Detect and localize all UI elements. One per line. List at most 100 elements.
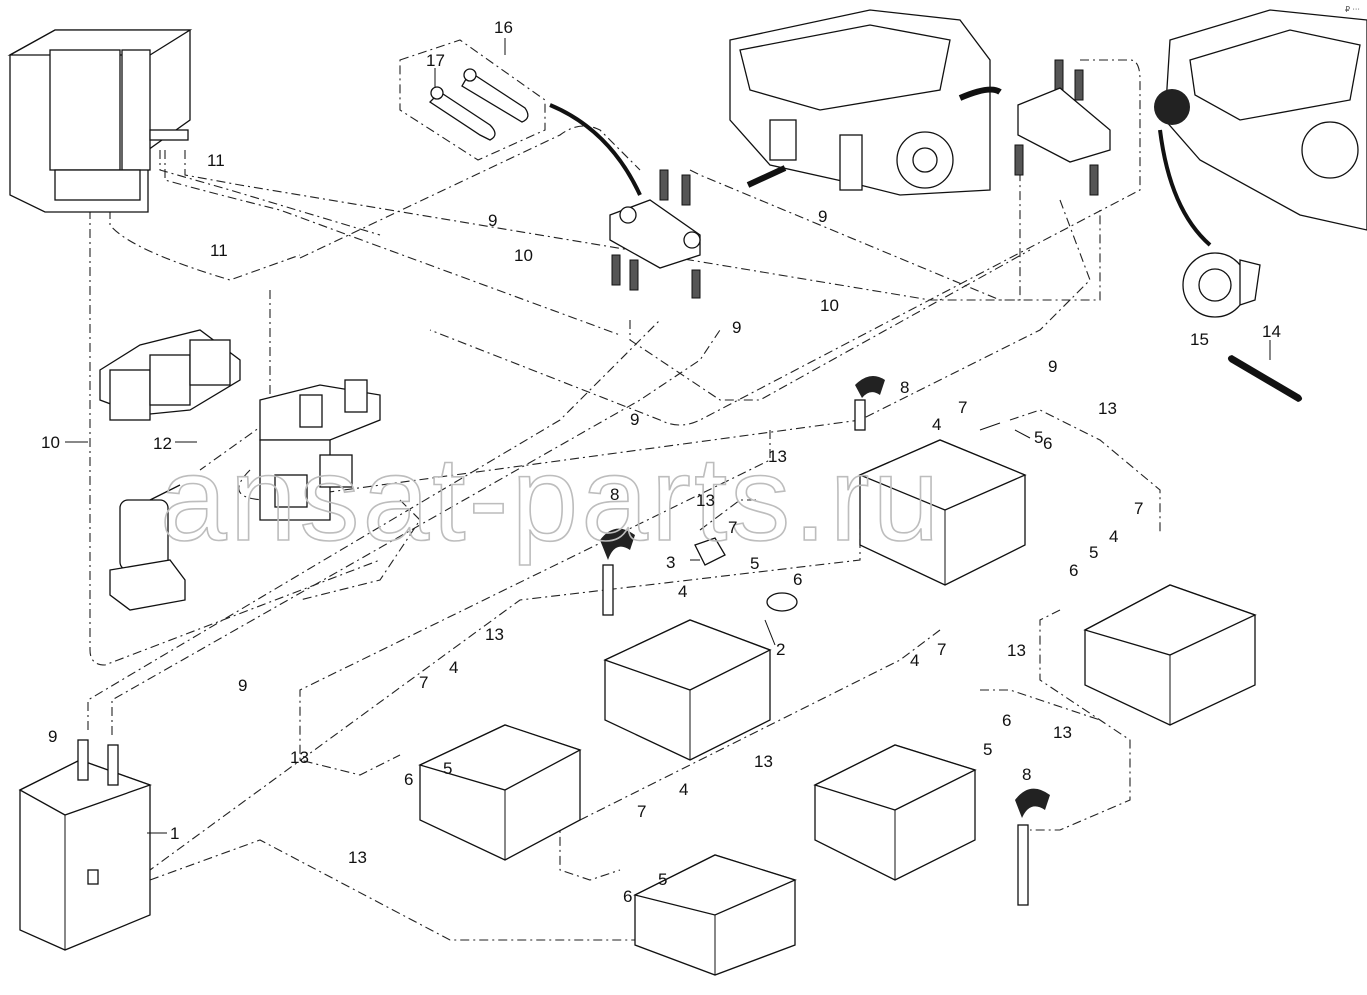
alternator-15: [1182, 252, 1261, 318]
callout-5b: 5: [750, 554, 759, 573]
callout-7e: 7: [937, 640, 946, 659]
cable-10-right: [184, 150, 1101, 301]
cap-2: [766, 592, 798, 612]
callout-5c: 5: [1089, 543, 1098, 562]
callout-7a: 7: [958, 398, 967, 417]
watermark-text: ansat-parts.ru: [160, 432, 942, 566]
cable-12-b: [199, 290, 271, 471]
callout-10b: 10: [820, 296, 839, 315]
callout-9a: 9: [488, 211, 497, 230]
callout-5f: 5: [658, 870, 667, 889]
corner-mark: ₽ ‧‧‧: [1345, 5, 1360, 14]
callout-7d: 7: [419, 673, 428, 692]
callout-6c: 6: [1069, 561, 1078, 580]
callout-4b: 4: [678, 582, 687, 601]
cable-13-g: [559, 629, 941, 881]
cable-runs: [87, 59, 1161, 941]
solenoid-12: [109, 484, 186, 611]
battery-3: [1083, 584, 1257, 726]
cover-3: [694, 537, 726, 566]
callout-labels: 1 2 3 4 4 4 4 4 4 5 5 5 5 5 5 6 6 6 6 6 …: [41, 18, 1281, 906]
kit-16-box: [399, 39, 642, 196]
callout-13e: 13: [1007, 641, 1026, 660]
callout-7f: 7: [637, 802, 646, 821]
callout-13g: 13: [290, 748, 309, 767]
callout-9f: 9: [238, 676, 247, 695]
callout-3: 3: [666, 553, 675, 572]
cable-9-to-starter: [299, 125, 641, 259]
callout-16: 16: [494, 18, 513, 37]
cable-13-e: [1009, 409, 1161, 535]
cable-13-h: [980, 689, 1101, 721]
cable-11-lower: [109, 210, 301, 281]
callout-7c: 7: [1134, 499, 1143, 518]
battery-2: [603, 619, 772, 761]
callout-15: 15: [1190, 330, 1209, 349]
callout-8b: 8: [610, 485, 619, 504]
callout-5e: 5: [983, 740, 992, 759]
battery-4: [418, 724, 582, 861]
callout-13b: 13: [768, 447, 787, 466]
cable-9-mid: [629, 249, 1031, 401]
engine-block: [729, 9, 1002, 196]
callout-13a: 13: [1098, 399, 1117, 418]
engine-right: [1154, 9, 1367, 247]
callout-9g: 9: [48, 727, 57, 746]
cable-13-b: [299, 430, 771, 776]
callout-13f: 13: [1053, 723, 1072, 742]
cable-11-upper: [159, 150, 381, 236]
cable-13-f: [1030, 609, 1131, 831]
callout-6a: 6: [1043, 434, 1052, 453]
callout-6b: 6: [793, 570, 802, 589]
cable-10-outer: [89, 210, 381, 666]
cable-9-main: [87, 319, 661, 730]
callout-4c: 4: [1109, 527, 1118, 546]
callout-12: 12: [153, 434, 172, 453]
callout-11b: 11: [210, 241, 228, 260]
callout-17: 17: [426, 51, 445, 70]
cable-13-i: [149, 839, 660, 941]
control-box-1: [18, 739, 152, 951]
callout-9c: 9: [732, 318, 741, 337]
battery-5: [813, 744, 977, 881]
callout-10c: 10: [41, 433, 60, 452]
terminal-8-mid: [600, 528, 635, 616]
callout-5d: 5: [443, 759, 452, 778]
cable-13-c: [699, 499, 760, 531]
callout-5a: 5: [1034, 428, 1043, 447]
cable-9-c: [859, 199, 1091, 421]
callout-11a: 11: [207, 151, 225, 170]
callout-2: 2: [776, 640, 785, 659]
callout-14: 14: [1262, 322, 1281, 341]
callout-9e: 9: [630, 410, 639, 429]
callout-leaders: [65, 38, 1271, 834]
callout-4a: 4: [932, 415, 941, 434]
callout-13i: 13: [348, 848, 367, 867]
electrical-cabinet: [7, 29, 193, 213]
callout-1: 1: [170, 824, 179, 843]
callout-6e: 6: [1002, 711, 1011, 730]
battery-1: [858, 439, 1027, 586]
callout-7b: 7: [728, 518, 737, 537]
callout-13c: 13: [696, 491, 715, 510]
terminal-8-bottom: [1015, 788, 1050, 906]
callout-9b: 9: [818, 207, 827, 226]
callout-6f: 6: [623, 887, 632, 906]
cable-10-upper: [164, 150, 621, 336]
cable-9-long: [429, 59, 1141, 426]
cable-9-engine: [689, 169, 1021, 301]
belt-14: [1227, 355, 1303, 402]
relay-block: [99, 329, 381, 521]
callout-8a: 8: [900, 378, 909, 397]
callout-4e: 4: [910, 651, 919, 670]
callout-4d: 4: [449, 658, 458, 677]
callout-9d: 9: [1048, 357, 1057, 376]
callout-4f: 4: [679, 780, 688, 799]
callout-13d: 13: [485, 625, 504, 644]
starter-assembly: [609, 59, 1111, 299]
terminal-8-top: [854, 376, 885, 431]
callout-10a: 10: [514, 246, 533, 265]
batteries: [418, 439, 1257, 976]
